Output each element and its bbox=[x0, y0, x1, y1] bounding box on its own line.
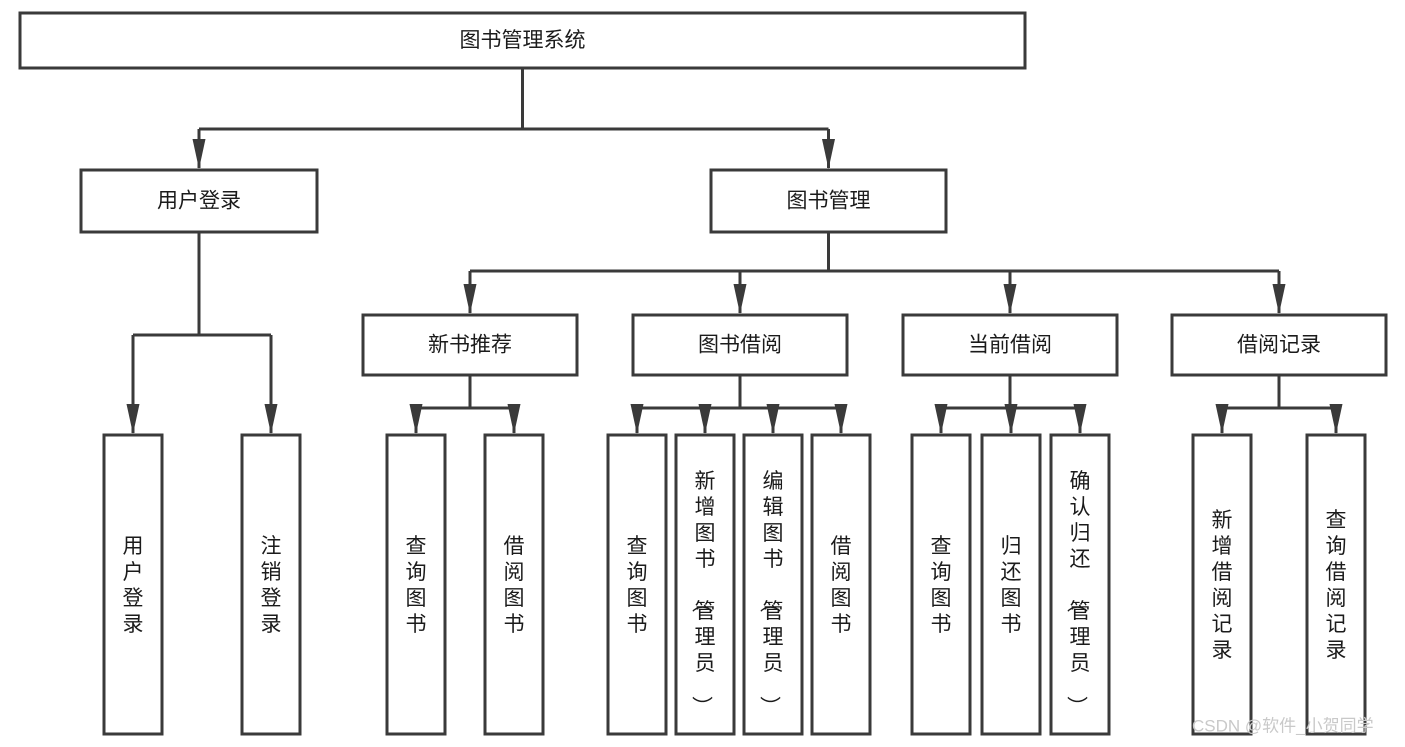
node-box-br-query-record bbox=[1305, 433, 1367, 736]
node-box-bb-add-book bbox=[674, 433, 736, 736]
node-box-cb-return-book bbox=[980, 433, 1042, 736]
node-user-logout[interactable]: 注销登录 bbox=[240, 433, 302, 736]
node-box-nbr-borrow-book bbox=[483, 433, 545, 736]
node-label-book-management: 图书管理 bbox=[787, 190, 871, 213]
node-box-cb-query-book bbox=[910, 433, 972, 736]
arrow-head-icon-user-login-do bbox=[126, 404, 140, 434]
node-box-bb-borrow-book bbox=[810, 433, 872, 736]
node-label-bb-borrow-book: 借阅图书 bbox=[831, 535, 852, 636]
node-box-cb-confirm-return bbox=[1049, 433, 1111, 736]
node-label-nbr-query-book: 查询图书 bbox=[406, 535, 427, 636]
node-label-user-login: 用户登录 bbox=[157, 190, 241, 213]
node-book-borrow[interactable]: 图书借阅 bbox=[631, 313, 849, 377]
node-label-cb-query-book: 查询图书 bbox=[931, 535, 952, 636]
node-box-user-logout bbox=[240, 433, 302, 736]
node-cb-query-book[interactable]: 查询图书 bbox=[910, 433, 972, 736]
node-br-add-record[interactable]: 新增借阅记录 bbox=[1191, 433, 1253, 736]
arrow-head-icon-bb-borrow-book bbox=[834, 404, 848, 434]
arrow-head-icon-nbr-borrow-book bbox=[507, 404, 521, 434]
node-br-query-record[interactable]: 查询借阅记录 bbox=[1305, 433, 1367, 736]
arrow-head-icon-borrow-record bbox=[1272, 284, 1286, 314]
arrow-head-icon-cb-query-book bbox=[934, 404, 948, 434]
arrow-head-icon-cb-return-book bbox=[1004, 404, 1018, 434]
node-box-borrow-record bbox=[1170, 313, 1388, 377]
node-current-borrow[interactable]: 当前借阅 bbox=[901, 313, 1119, 377]
node-label-bb-query-book: 查询图书 bbox=[627, 535, 648, 636]
node-box-current-borrow bbox=[901, 313, 1119, 377]
node-box-br-add-record bbox=[1191, 433, 1253, 736]
node-label-book-borrow: 图书借阅 bbox=[698, 334, 782, 357]
node-label-current-borrow: 当前借阅 bbox=[968, 334, 1052, 357]
arrow-head-icon-bb-edit-book bbox=[766, 404, 780, 434]
node-root[interactable]: 图书管理系统 bbox=[18, 11, 1027, 70]
arrow-head-icon-br-query-record bbox=[1329, 404, 1343, 434]
node-cb-confirm-return[interactable]: 确认归还（管理员） bbox=[1049, 433, 1111, 736]
connector-layer bbox=[126, 68, 1343, 434]
arrow-head-icon-new-book-recommend bbox=[463, 284, 477, 314]
arrow-head-icon-bb-add-book bbox=[698, 404, 712, 434]
node-bb-query-book[interactable]: 查询图书 bbox=[606, 433, 668, 736]
arrow-head-icon-nbr-query-book bbox=[409, 404, 423, 434]
arrow-head-icon-current-borrow bbox=[1003, 284, 1017, 314]
node-box-bb-query-book bbox=[606, 433, 668, 736]
node-box-user-login bbox=[79, 168, 319, 234]
node-box-user-login-do bbox=[102, 433, 164, 736]
node-label-borrow-record: 借阅记录 bbox=[1237, 334, 1321, 357]
node-label-nbr-borrow-book: 借阅图书 bbox=[504, 535, 525, 636]
node-label-br-query-record: 查询借阅记录 bbox=[1326, 509, 1347, 662]
node-user-login[interactable]: 用户登录 bbox=[79, 168, 319, 234]
arrow-head-icon-book-management bbox=[822, 139, 835, 169]
node-box-book-management bbox=[709, 168, 948, 234]
arrow-head-icon-br-add-record bbox=[1215, 404, 1229, 434]
node-nbr-borrow-book[interactable]: 借阅图书 bbox=[483, 433, 545, 736]
node-label-new-book-recommend: 新书推荐 bbox=[428, 334, 512, 357]
node-box-book-borrow bbox=[631, 313, 849, 377]
arrow-head-icon-book-borrow bbox=[733, 284, 747, 314]
arrow-head-icon-user-logout bbox=[264, 404, 278, 434]
node-box-bb-edit-book bbox=[742, 433, 804, 736]
node-label-br-add-record: 新增借阅记录 bbox=[1212, 509, 1233, 662]
node-label-user-logout: 注销登录 bbox=[261, 535, 282, 636]
node-book-management[interactable]: 图书管理 bbox=[709, 168, 948, 234]
node-label-bb-edit-book: 编辑图书（管理员） bbox=[758, 470, 784, 717]
node-box-nbr-query-book bbox=[385, 433, 447, 736]
csdn-watermark: CSDN @软件_小贺同学 bbox=[1192, 716, 1374, 735]
arrow-head-icon-cb-confirm-return bbox=[1073, 404, 1087, 434]
arrow-head-icon-user-login bbox=[192, 139, 206, 169]
node-new-book-recommend[interactable]: 新书推荐 bbox=[361, 313, 579, 377]
node-user-login-do[interactable]: 用户登录 bbox=[102, 433, 164, 736]
node-label-root: 图书管理系统 bbox=[460, 29, 586, 52]
node-nbr-query-book[interactable]: 查询图书 bbox=[385, 433, 447, 736]
node-label-bb-add-book: 新增图书（管理员） bbox=[690, 470, 716, 717]
node-bb-borrow-book[interactable]: 借阅图书 bbox=[810, 433, 872, 736]
arrow-head-icon-bb-query-book bbox=[630, 404, 644, 434]
node-box-new-book-recommend bbox=[361, 313, 579, 377]
node-label-cb-confirm-return: 确认归还（管理员） bbox=[1065, 470, 1091, 717]
node-bb-add-book[interactable]: 新增图书（管理员） bbox=[674, 433, 736, 736]
node-box-root bbox=[18, 11, 1027, 70]
node-bb-edit-book[interactable]: 编辑图书（管理员） bbox=[742, 433, 804, 736]
node-label-user-login-do: 用户登录 bbox=[123, 535, 144, 636]
node-cb-return-book[interactable]: 归还图书 bbox=[980, 433, 1042, 736]
node-borrow-record[interactable]: 借阅记录 bbox=[1170, 313, 1388, 377]
node-label-cb-return-book: 归还图书 bbox=[1001, 535, 1022, 636]
